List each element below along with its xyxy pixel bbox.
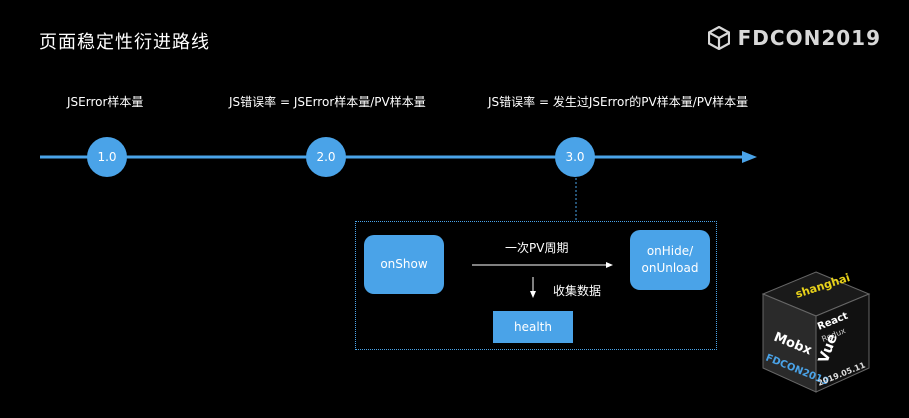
collect-label: 收集数据 xyxy=(553,284,602,298)
on-hide-box: onHide/ onUnload xyxy=(630,230,710,290)
on-show-box: onShow xyxy=(364,235,444,294)
pv-cycle-detail-box xyxy=(355,221,717,350)
version-node-3: 3.0 xyxy=(555,137,595,177)
version-3-label: JS错误率 = 发生过JSError的PV样本量/PV样本量 xyxy=(488,95,749,109)
cycle-arrowhead xyxy=(606,262,613,268)
on-unload-label: onUnload xyxy=(641,261,699,275)
collect-arrowhead xyxy=(530,291,536,298)
cube-right-face xyxy=(815,293,870,393)
timeline-arrowhead xyxy=(742,151,757,163)
cube-logo-icon xyxy=(707,26,730,50)
fdcon-logo: FDCON2019 xyxy=(707,26,881,50)
fdcon-cube-graphic: shanghai React Redux Vue Mobx FDCON2019 … xyxy=(761,271,871,393)
page-title: 页面稳定性衍进路线 xyxy=(39,32,210,53)
on-hide-label: onHide/ xyxy=(646,244,694,258)
version-2-label: JS错误率 = JSError样本量/PV样本量 xyxy=(229,95,426,109)
version-node-2: 2.0 xyxy=(306,137,346,177)
cycle-label: 一次PV周期 xyxy=(505,241,569,255)
health-box: health xyxy=(493,311,573,343)
version-node-1: 1.0 xyxy=(87,137,127,177)
logo-text: FDCON2019 xyxy=(737,26,881,50)
version-1-label: JSError样本量 xyxy=(67,95,144,109)
